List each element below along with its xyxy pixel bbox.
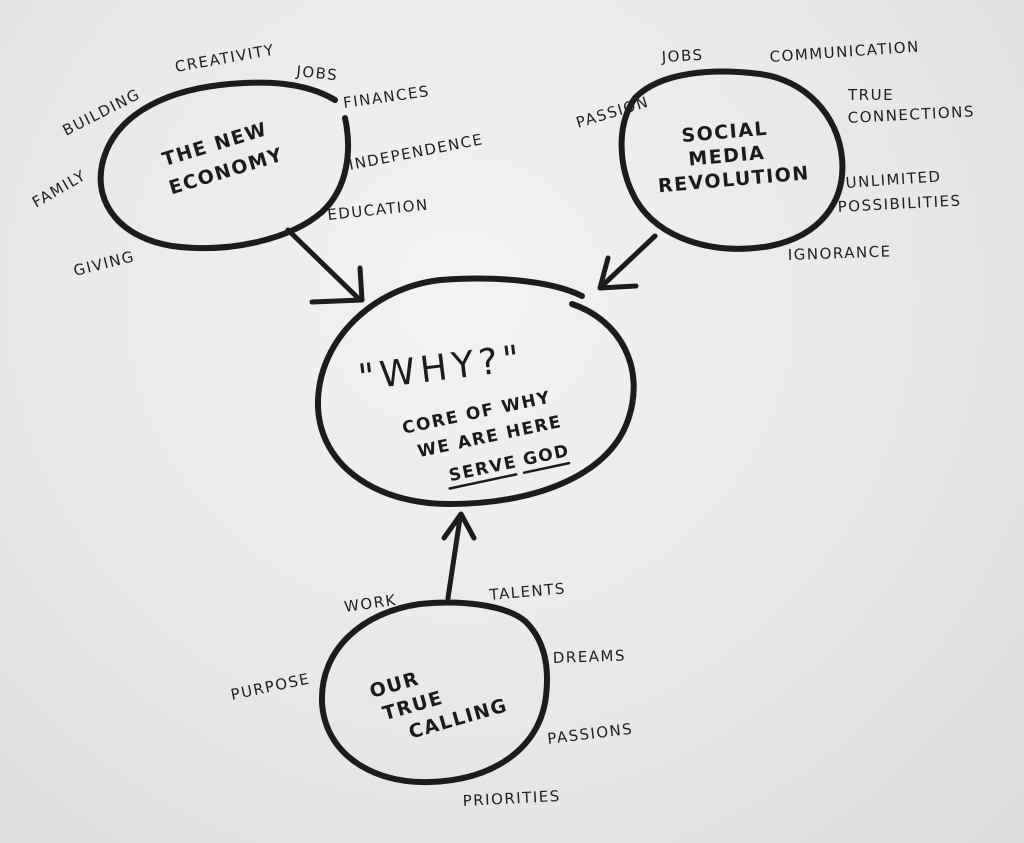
label-priorities: PRIORITIES — [462, 787, 561, 810]
label-dreams: DREAMS — [553, 646, 627, 667]
arrow-economy-shaft — [285, 227, 361, 301]
label-possibilities: POSSIBILITIES — [837, 192, 962, 216]
label-independence: INDEPENDENCE — [347, 130, 485, 174]
arrow-social-head — [597, 255, 639, 291]
label-jobs-economy: JOBS — [295, 62, 339, 84]
serve-underline — [448, 473, 518, 490]
arrow-calling-head — [441, 511, 477, 541]
label-creativity: CREATIVITY — [174, 41, 277, 76]
label-passions: PASSIONS — [546, 720, 634, 748]
label-ignorance: IGNORANCE — [788, 242, 892, 264]
arrow-calling-to-why — [441, 511, 477, 601]
node-our-true-calling: OUR TRUE CALLING WORK TALENTS PURPOSE DR… — [229, 579, 634, 810]
label-giving: GIVING — [72, 247, 137, 280]
label-passion: PASSION — [574, 93, 651, 132]
label-jobs-social: JOBS — [660, 46, 704, 66]
label-unlimited: UNLIMITED — [845, 167, 942, 192]
social-title-line-3: REVOLUTION — [657, 162, 810, 197]
arrow-calling-shaft — [445, 515, 463, 601]
label-purpose: PURPOSE — [229, 670, 312, 704]
social-circle — [618, 68, 846, 252]
economy-circle — [97, 79, 352, 252]
label-finances: FINANCES — [342, 82, 431, 112]
label-building: BUILDING — [60, 85, 144, 140]
label-talents: TALENTS — [488, 579, 567, 604]
why-circle — [314, 275, 637, 508]
label-communication: COMMUNICATION — [769, 38, 920, 66]
arrow-social-shaft — [599, 233, 658, 289]
label-true-social: TRUE — [847, 86, 894, 104]
arrow-economy-to-why — [285, 227, 365, 305]
label-connections: CONNECTIONS — [847, 102, 975, 127]
node-why-core: "WHY?" CORE OF WHY WE ARE HERE SERVE GOD — [314, 275, 637, 508]
label-education: EDUCATION — [327, 195, 430, 224]
calling-circle — [318, 599, 550, 786]
god-word: GOD — [521, 441, 571, 470]
node-social-media-revolution: SOCIAL MEDIA REVOLUTION JOBS COMMUNICATI… — [574, 38, 975, 264]
label-family: FAMILY — [29, 166, 89, 211]
why-title: "WHY?" — [356, 338, 527, 399]
god-underline — [522, 461, 571, 474]
node-new-economy: THE NEW ECONOMY CREATIVITY JOBS BUILDING… — [29, 41, 485, 280]
arrow-social-to-why — [597, 233, 658, 291]
arrow-economy-head — [309, 265, 365, 305]
